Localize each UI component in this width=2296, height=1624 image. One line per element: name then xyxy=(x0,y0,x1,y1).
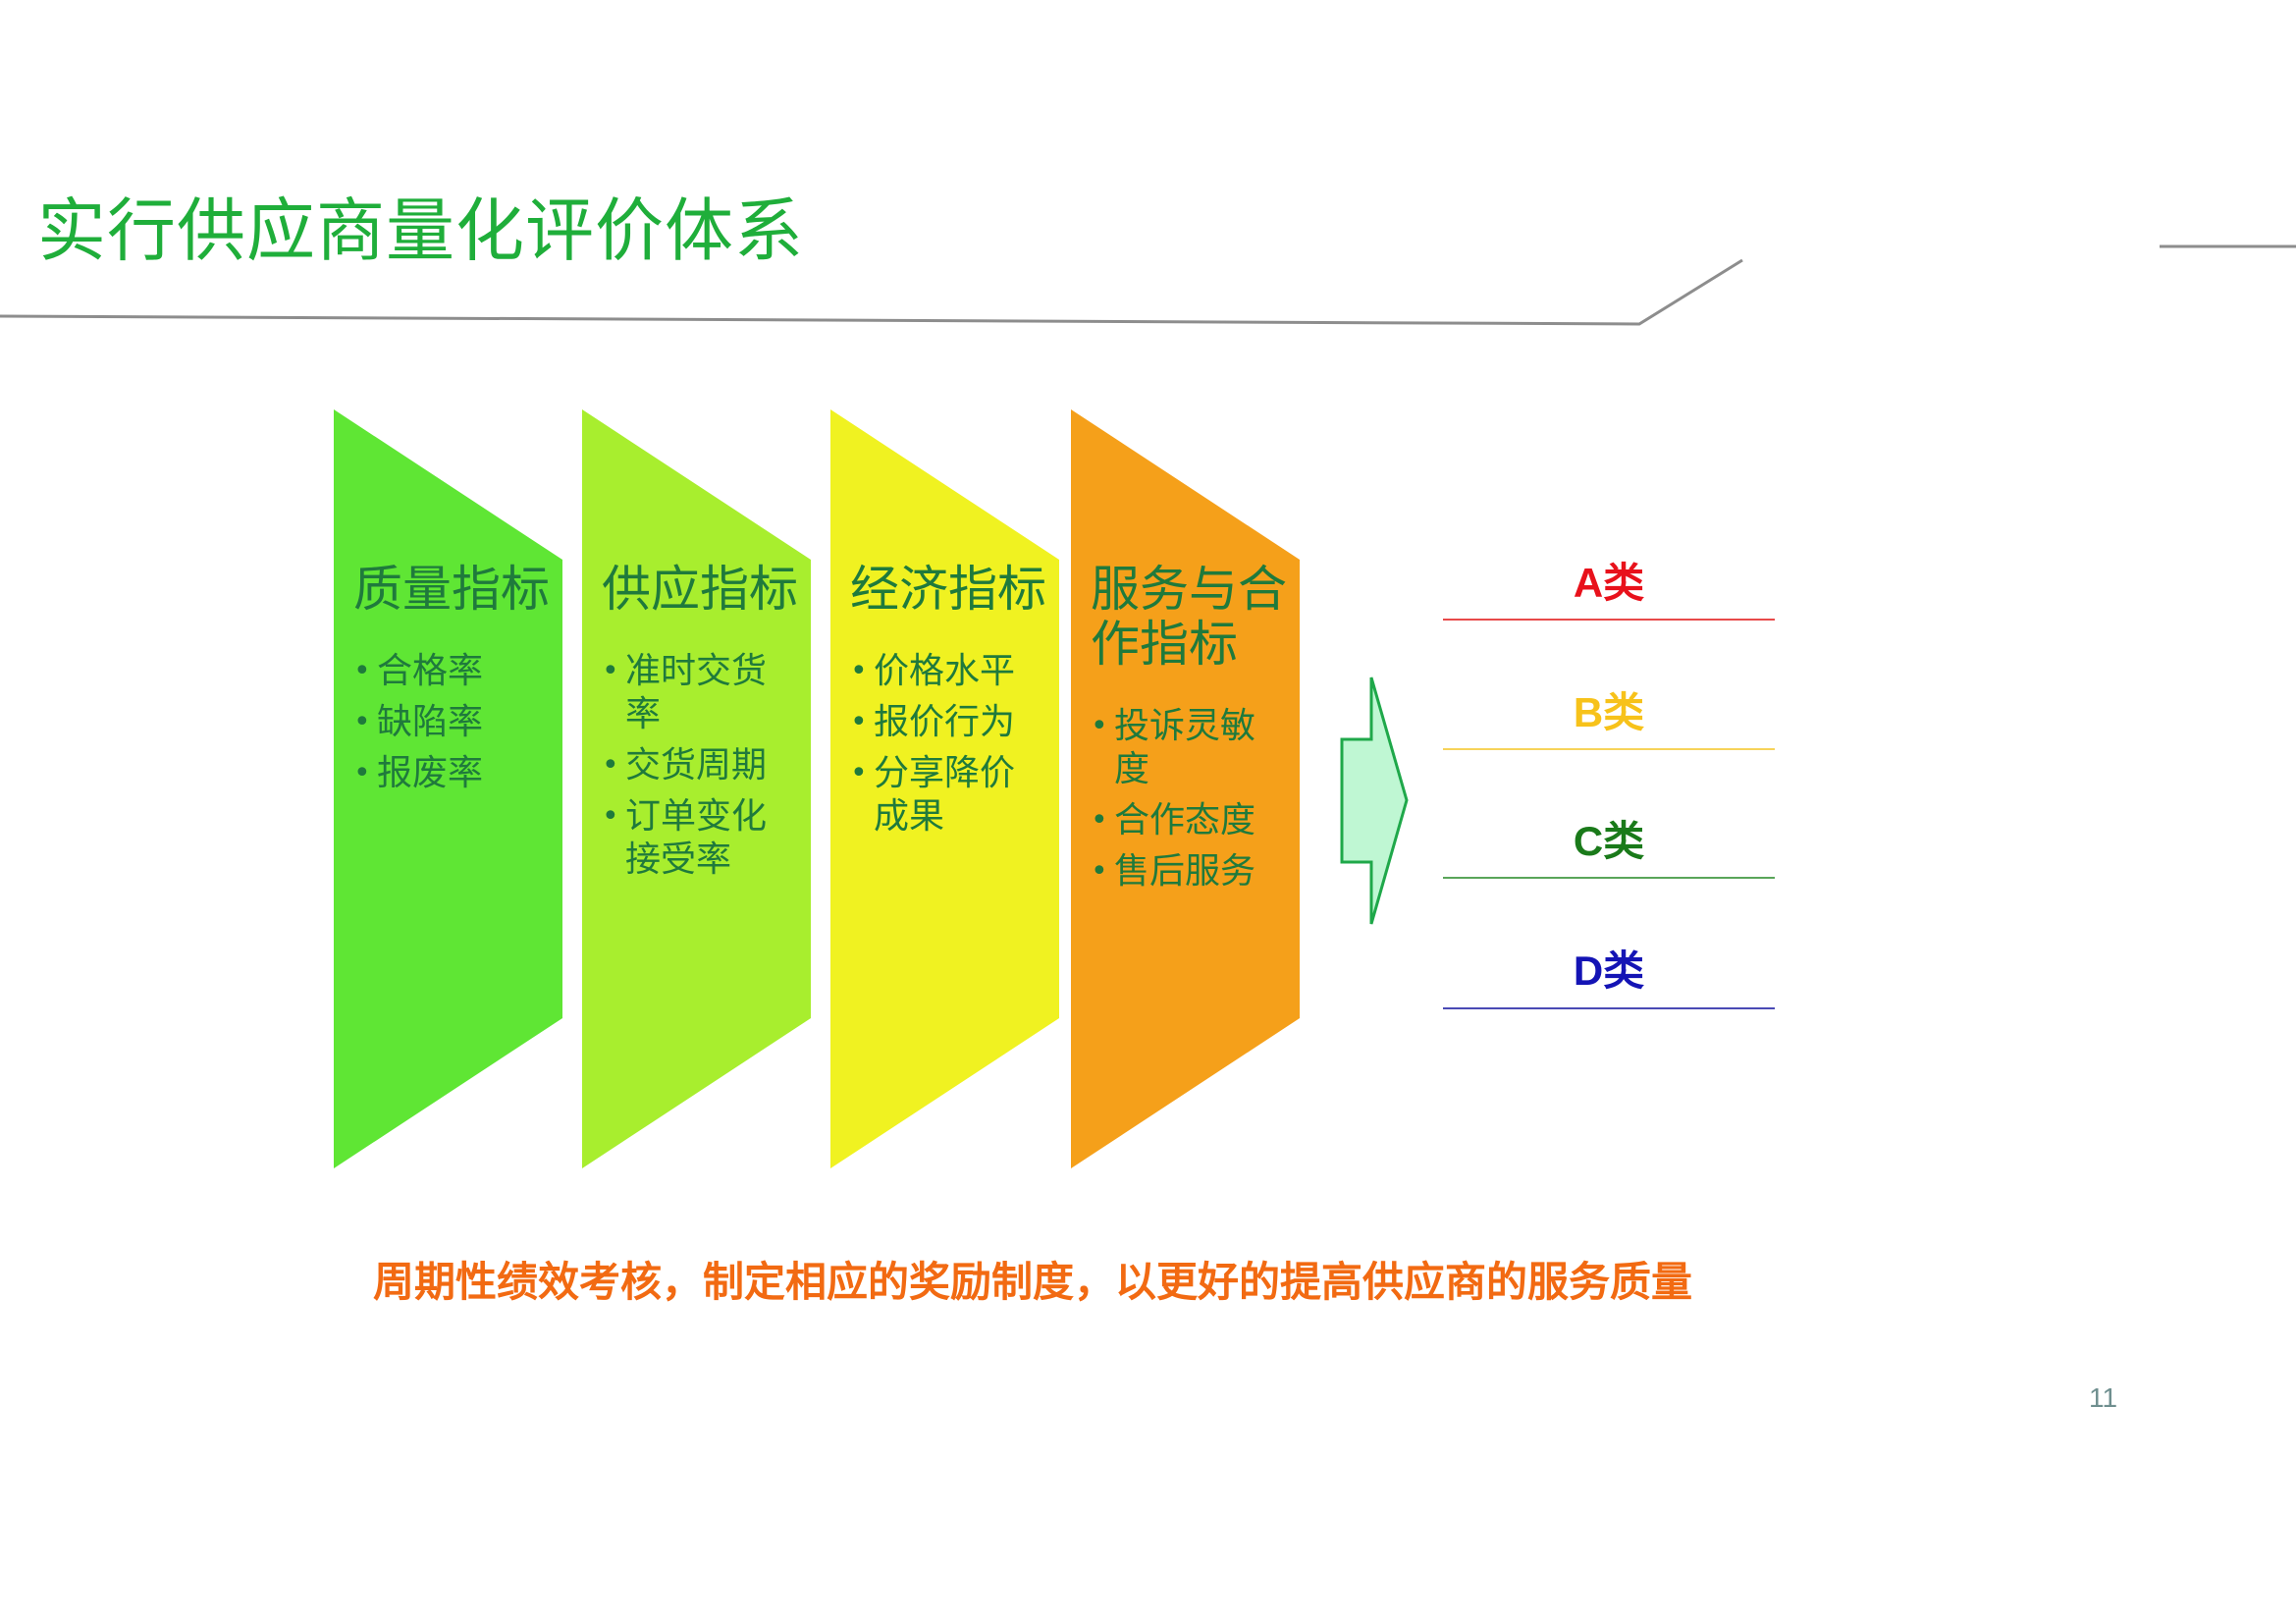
list-item: 报价行为 xyxy=(850,701,1046,744)
right-arrow-icon xyxy=(1340,677,1409,925)
category-c-label: C类 xyxy=(1573,818,1645,864)
panel-economic: 经济指标 价格水平 报价行为 分享降价成果 xyxy=(850,562,1046,846)
footer-note: 周期性绩效考核，制定相应的奖励制度，以更好的提高供应商的服务质量 xyxy=(373,1258,1693,1306)
category-b-label: B类 xyxy=(1573,689,1645,735)
page-title: 实行供应商量化评价体系 xyxy=(37,190,804,271)
list-item: 订单变化接受率 xyxy=(602,795,798,882)
list-item: 合格率 xyxy=(353,650,550,693)
panel-supply: 供应指标 准时交货率 交货周期 订单变化接受率 xyxy=(602,562,798,890)
category-d-label: D类 xyxy=(1573,947,1645,994)
panel-service: 服务与合作指标 投诉灵敏度 合作态度 售后服务 xyxy=(1091,562,1287,901)
category-c-divider xyxy=(1443,877,1775,879)
panel-title: 供应指标 xyxy=(602,561,798,618)
list-item: 分享降价成果 xyxy=(850,752,1046,839)
panel-title: 经济指标 xyxy=(850,561,1046,618)
category-a-divider xyxy=(1443,619,1775,621)
list-item: 投诉灵敏度 xyxy=(1091,705,1287,791)
category-a-label: A类 xyxy=(1573,560,1645,606)
panel-shape-supply xyxy=(582,409,811,1168)
bullet-list: 准时交货率 交货周期 订单变化接受率 xyxy=(602,650,798,882)
panel-title: 质量指标 xyxy=(353,561,550,618)
list-item: 售后服务 xyxy=(1091,850,1287,893)
list-item: 缺陷率 xyxy=(353,701,550,744)
bullet-list: 投诉灵敏度 合作态度 售后服务 xyxy=(1091,705,1287,893)
panel-title: 服务与合作指标 xyxy=(1091,561,1287,673)
list-item: 价格水平 xyxy=(850,650,1046,693)
bullet-list: 价格水平 报价行为 分享降价成果 xyxy=(850,650,1046,839)
category-b-divider xyxy=(1443,748,1775,750)
list-item: 合作态度 xyxy=(1091,799,1287,842)
list-item: 交货周期 xyxy=(602,744,798,787)
page-number: 11 xyxy=(2089,1382,2118,1413)
list-item: 准时交货率 xyxy=(602,650,798,736)
panel-quality: 质量指标 合格率 缺陷率 报废率 xyxy=(353,562,550,803)
category-d-divider xyxy=(1443,1007,1775,1009)
bullet-list: 合格率 缺陷率 报废率 xyxy=(353,650,550,795)
header-divider xyxy=(0,244,2296,326)
list-item: 报废率 xyxy=(353,752,550,795)
